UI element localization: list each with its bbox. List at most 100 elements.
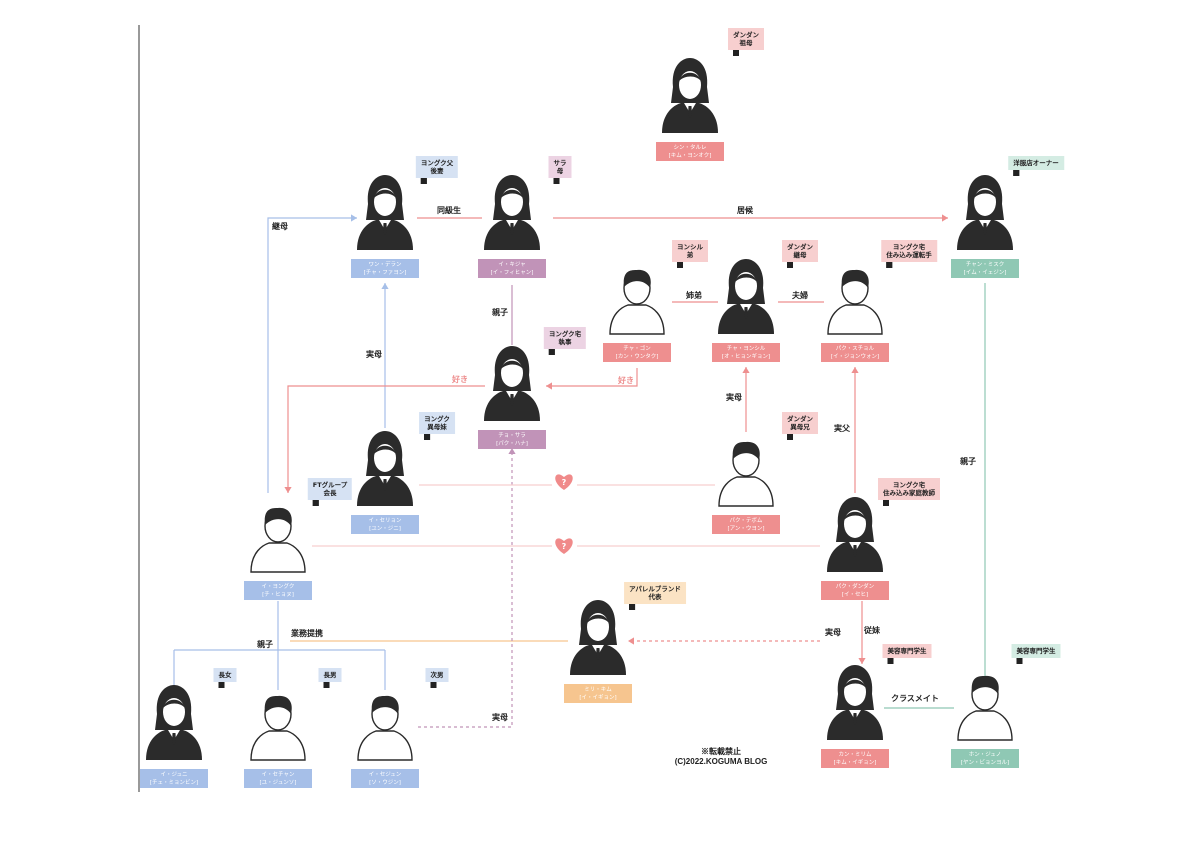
actor-name: [チャ・ファヨン] [363,269,407,276]
heart-icon [555,474,573,490]
arrow-head [381,283,389,289]
relation-line [418,448,513,728]
tie-shape [744,307,748,319]
role-text: 住み込み家庭教師 [883,489,935,497]
tie-shape [383,223,387,235]
name-plate-sin: シン・タルレ[キム・ヨンオク] [656,142,724,161]
role-text: 洋服店オーナー [1013,159,1059,167]
relation-label: 実母 [366,350,382,359]
person-figure-lee-seryon [357,431,413,506]
actor-name: [オ・ヒョンギョン] [721,353,771,360]
arrow-head [628,637,634,645]
name-plate-cha-gon: チャ・ゴン[カン・ウンタク] [603,343,671,362]
role-text: ダンダン [733,31,759,39]
name-plate-lee-juni: イ・ジュニ[チェ・ミョンビン] [140,769,208,788]
role-bubble-chan: 洋服店オーナー [1008,156,1064,176]
actor-name: [カン・ウンタク] [615,353,659,360]
face-shape [374,444,396,472]
body-outline [357,730,413,761]
role-text: ヨングク [424,415,450,423]
character-name: カン・ミリム [838,751,872,758]
character-name: チャン・ミスク [965,261,1005,268]
relation-line [267,217,357,493]
face-shape [679,71,701,99]
person-figure-cha-gon [609,269,665,335]
actor-name: [イ・フィヒャン] [490,269,534,276]
heart-question-mark: ? [562,542,567,551]
role-text: 長女 [218,671,232,679]
relation-label: 実父 [834,424,850,433]
tie-shape [853,545,857,557]
body-outline [609,304,665,335]
actor-name: [イ・イギョン] [579,694,617,701]
face-shape [501,359,523,387]
copyright-notice: ※転載禁止 (C)2022.KOGUMA BLOG [675,747,768,767]
role-bubble-lee-sejun: 次男 [425,668,449,688]
relation-label: 居候 [737,206,753,215]
actor-name: [チェ・ミョンビン] [149,779,199,786]
character-name: イ・ヨングク [261,583,295,590]
fringe-shape [501,360,523,369]
role-text: 次男 [430,671,444,679]
character-name: イ・ジュニ [160,771,188,778]
body-outline [957,710,1013,741]
face-shape [844,510,866,538]
face-shape [974,188,996,216]
name-plate-lee-gija: イ・キジャ[イ・フィヒャン] [478,259,546,278]
actor-name: [イム・イェジン] [963,269,1007,276]
tie-shape [596,648,600,660]
fringe-shape [163,699,185,708]
name-plate-lee-seryon: イ・セリョン[ユン・ジニ] [351,515,419,534]
actor-name: [パク・ハナ] [496,440,528,447]
fringe-shape [501,189,523,198]
person-figure-apparel [570,600,626,675]
role-text: FTグループ [312,481,348,489]
character-name: イ・セチャン [261,771,295,778]
tie-shape [853,713,857,725]
name-plate-apparel: ミリ・キム[イ・イギョン] [564,684,632,703]
fringe-shape [374,445,396,454]
character-name: イ・セリョン [368,517,402,524]
face-shape [844,678,866,706]
role-text: アパレルブランド [629,585,681,593]
person-figure-lee-gija [484,175,540,250]
role-text: ヨングク宅 [892,243,926,251]
actor-name: [イ・セヒ] [841,591,869,598]
fringe-shape [374,189,396,198]
role-bubble-park-sucheol: ヨングク宅住み込み運転手 [881,240,937,268]
role-text: ダンダン [787,243,813,251]
role-text: 母 [556,167,564,175]
actor-name: [アン・ウヨン] [727,525,765,532]
relation-label: クラスメイト [891,694,939,703]
tie-shape [688,106,692,118]
tie-shape [383,479,387,491]
tie-shape [983,223,987,235]
relation-label: 業務提携 [291,629,323,638]
relation-line [546,368,638,387]
fringe-shape [587,614,609,623]
face-shape [163,698,185,726]
person-figure-cho-sara [484,346,540,421]
no-reprint-notice: ※転載禁止 [700,747,741,756]
face-shape [501,188,523,216]
person-figure-park-daebom [718,441,774,507]
person-figure-lee-juni [146,685,202,760]
role-text: 執事 [558,338,572,346]
heart-icon [555,538,573,554]
relation-label: 実母 [825,628,841,637]
person-figure-sin [662,58,718,133]
role-bubble-cho-sara: ヨングク宅執事 [543,327,587,355]
role-text: 後妻 [430,167,444,175]
tie-shape [510,394,514,406]
character-name: ミリ・キム [584,686,612,693]
hair-shape [623,269,651,288]
tie-shape [172,733,176,745]
hair-shape [841,269,869,288]
body-outline [827,304,883,335]
actor-name: [ユ・ジュンソ] [259,779,297,786]
arrow-head [851,367,859,373]
hair-shape [264,695,292,714]
arrow-head [858,658,866,664]
character-name: パク・テボム [729,517,763,524]
